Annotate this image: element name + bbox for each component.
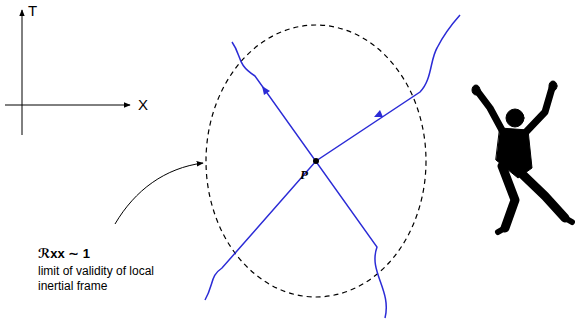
callout-note: limit of validity of local inertial fram…	[38, 264, 160, 294]
event-point	[313, 158, 319, 164]
validity-region	[206, 25, 426, 297]
axis-label: T	[28, 2, 37, 19]
falling-person	[472, 81, 572, 232]
worldline-arrowhead	[374, 110, 383, 117]
worldline	[232, 42, 386, 318]
axis-label: X	[138, 96, 148, 113]
worldline-arrowhead	[262, 86, 270, 95]
leader-line	[115, 163, 203, 224]
worldline	[205, 15, 460, 300]
point-label: P	[300, 167, 308, 183]
curvature-condition: ℛxx ∼ 1	[38, 246, 90, 261]
space-axis	[5, 105, 130, 106]
time-axis	[22, 10, 23, 135]
